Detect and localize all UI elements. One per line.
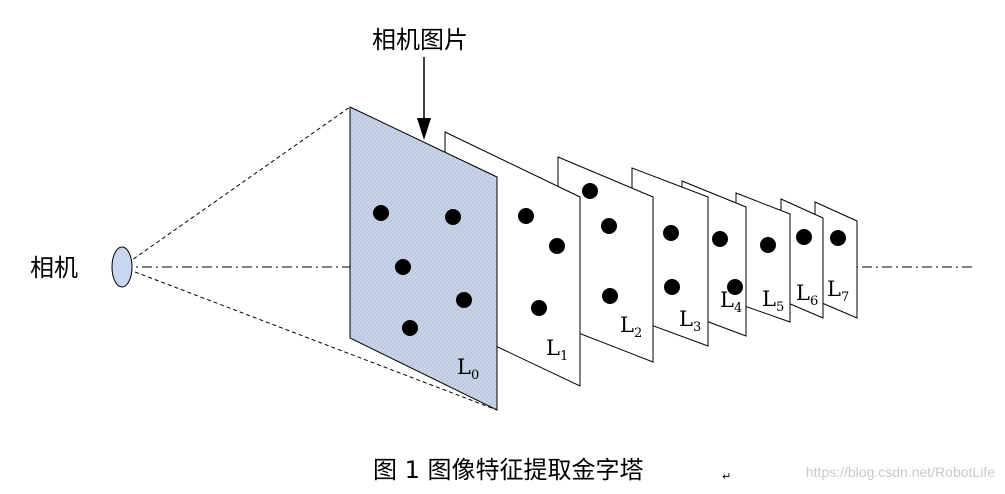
feature-point xyxy=(582,183,598,199)
watermark: https://blog.csdn.net/RobotLife xyxy=(806,464,995,480)
image-label: 相机图片 xyxy=(372,26,468,54)
feature-point xyxy=(664,279,680,295)
camera-icon xyxy=(111,246,133,288)
level-label-3: L3 xyxy=(679,307,701,335)
feature-point xyxy=(601,218,617,234)
level-label-1: L1 xyxy=(546,336,568,364)
caption-return-mark: ↵ xyxy=(722,470,731,483)
feature-point xyxy=(402,320,418,336)
feature-point xyxy=(727,279,743,295)
camera-label: 相机 xyxy=(30,254,78,282)
feature-point xyxy=(712,231,728,247)
feature-points xyxy=(373,183,846,336)
level-plane-0 xyxy=(349,106,498,411)
feature-point xyxy=(760,237,776,253)
feature-point xyxy=(602,288,618,304)
arrow-head-icon xyxy=(417,118,431,140)
level-label-7: L7 xyxy=(827,277,849,305)
level-label-0: L0 xyxy=(457,355,479,383)
frustum-line-bottom xyxy=(121,266,498,411)
feature-point xyxy=(549,238,565,254)
figure-caption: 图 1 图像特征提取金字塔 xyxy=(373,456,644,484)
feature-point xyxy=(373,205,389,221)
feature-point xyxy=(456,292,472,308)
level-label-2: L2 xyxy=(620,313,642,341)
frustum-line-top xyxy=(121,106,351,268)
level-label-5: L5 xyxy=(762,287,784,315)
feature-point xyxy=(395,259,411,275)
feature-point xyxy=(830,230,846,246)
feature-point xyxy=(531,300,547,316)
level-label-6: L6 xyxy=(796,281,818,309)
feature-point xyxy=(518,208,534,224)
feature-point xyxy=(796,229,812,245)
feature-point xyxy=(445,209,461,225)
feature-point xyxy=(663,225,679,241)
level-label-4: L4 xyxy=(720,288,742,316)
